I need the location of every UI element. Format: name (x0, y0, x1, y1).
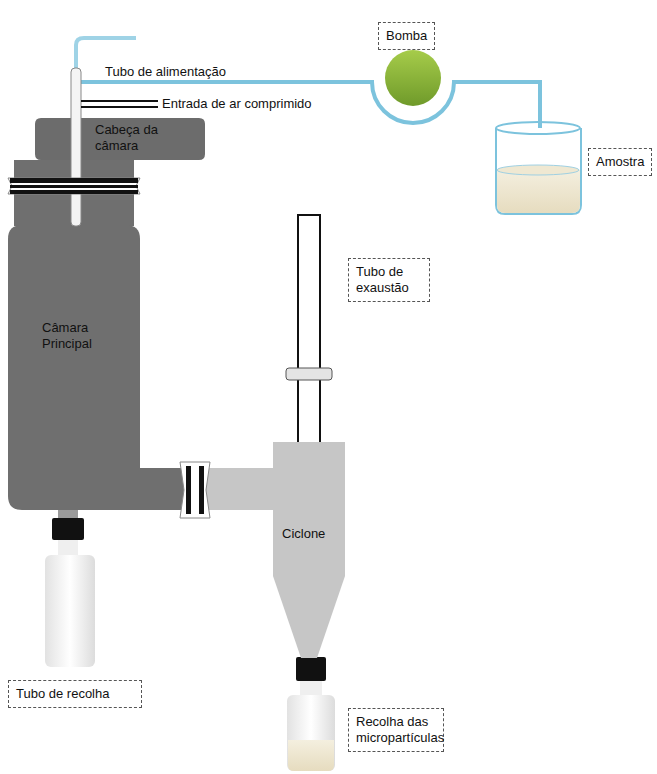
chamber-outline (8, 225, 140, 510)
pump-label-box: Bomba (378, 22, 435, 50)
node-text: Câmara Principal (42, 320, 122, 352)
node-text: Ciclone (282, 526, 342, 542)
sample-label-box: Amostra (588, 148, 652, 176)
cyclone-outline (273, 442, 345, 658)
part-label: Entrada de ar comprimido (162, 96, 312, 112)
node-text: Amostra (596, 154, 644, 170)
part-label: Tubo de alimentação (105, 64, 226, 80)
collection-tube-label-box: Tubo de recolha (8, 680, 142, 708)
node-text: Tubo de recolha (16, 686, 134, 702)
node-text: Cabeça da câmara (95, 122, 175, 154)
cyclone: Ciclone (273, 442, 345, 658)
microparticle-label-box: Recolha das micropartículas (348, 708, 444, 752)
node-text: Bomba (386, 28, 427, 44)
chamber-head: Cabeça da câmara (35, 118, 205, 160)
node-text: Recolha das micropartículas (356, 714, 436, 746)
node-text: Tubo de exaustão (356, 264, 422, 296)
main-chamber: Câmara Principal (8, 225, 140, 510)
exhaust-label-box: Tubo de exaustão (348, 258, 430, 302)
